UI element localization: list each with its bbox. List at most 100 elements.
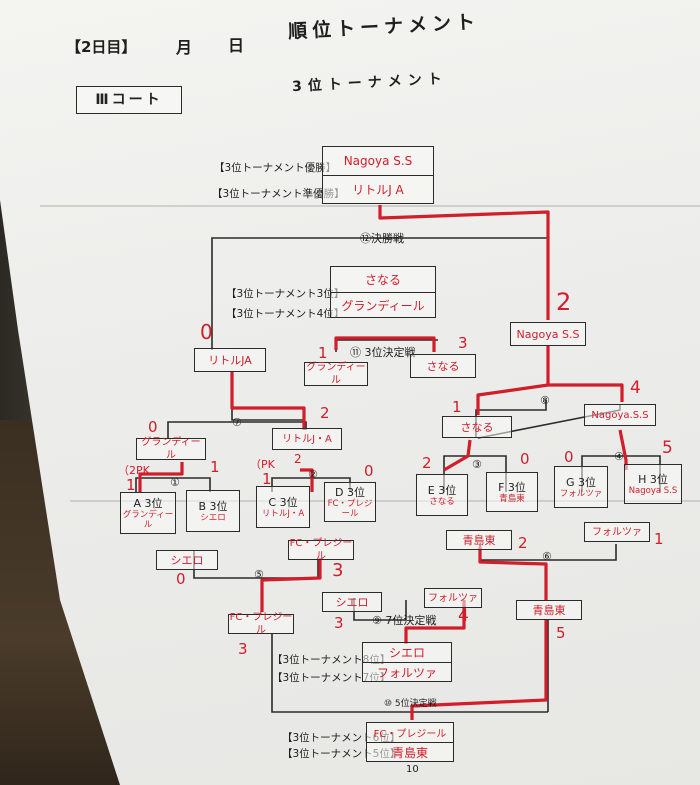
slot-f-label: F 3位 <box>498 480 526 494</box>
winner-name: Nagoya S.S <box>343 154 413 168</box>
slot-c-team: リトルJ・A <box>261 508 305 519</box>
score-m8-left: 1 <box>452 398 462 416</box>
m9-left-team: シエロ <box>322 592 382 612</box>
third-name: さなる <box>364 273 401 287</box>
runner-up-label: 【3位トーナメント準優勝】 <box>212 188 345 200</box>
slot-h-team: Nagoya S.S <box>628 485 678 496</box>
match-6-label: ⑥ <box>542 550 552 563</box>
score-m9-right: 4 <box>458 606 469 626</box>
slot-h-label: H 3位 <box>638 472 668 486</box>
match-1-label: ① <box>170 476 180 489</box>
score-m5-right: 3 <box>332 560 344 581</box>
score-m11-left: 1 <box>318 344 328 362</box>
third-fourth-box: さなる グランディール <box>330 266 436 318</box>
team-slot-c: C 3位 リトルJ・A <box>256 486 310 528</box>
score-final-left: 0 <box>200 320 213 344</box>
team-slot-a: A 3位 グランディール <box>120 492 176 534</box>
match-11-label: ⑪ 3位決定戦 <box>350 346 416 359</box>
seventh-eighth-box: シエロ フォルツァ <box>362 642 452 682</box>
team-slot-b: B 3位 シエロ <box>186 490 240 532</box>
page-number: 10 <box>406 764 419 775</box>
slot-b-label: B 3位 <box>198 499 228 513</box>
slot-g-label: G 3位 <box>565 475 597 489</box>
fourth-label: 【3位トーナメント4位】 <box>226 308 345 320</box>
slot-e-team: さなる <box>429 496 455 507</box>
winner-label: 【3位トーナメント優勝】 <box>214 162 337 174</box>
match-11-right-team: さなる <box>410 354 476 378</box>
score-m7-left: 0 <box>148 418 158 436</box>
match-12-label: ⑫決勝戦 <box>360 232 404 245</box>
match-5-label: ⑤ <box>254 568 264 581</box>
eighth-label: 【3位トーナメント8位】 <box>272 654 391 666</box>
fold-line <box>70 500 700 502</box>
score-m11-right: 3 <box>458 334 468 352</box>
match-2-label: ② <box>308 468 318 481</box>
score-m4-right: 5 <box>662 438 673 458</box>
score-m1-right: 1 <box>210 458 220 476</box>
month-label: 月 <box>176 38 193 57</box>
r1-winner-1: グランディール <box>136 437 206 461</box>
team-slot-d: D 3位 FC・プレジール <box>324 482 376 522</box>
match-11-left-team: グランディール <box>304 362 368 386</box>
l-team-4: フォルツァ <box>584 522 650 542</box>
slot-a-team: グランディール <box>122 509 174 530</box>
fifth-name: 青島東 <box>367 742 453 761</box>
seventh-name: フォルツァ <box>363 662 451 681</box>
match-9-label: ⑨ 7位決定戦 <box>372 614 437 627</box>
slot-a-label: A 3位 <box>133 496 163 510</box>
l5-winner: FC・プレジール <box>228 612 294 636</box>
slot-d-team: FC・プレジール <box>327 498 373 519</box>
team-slot-h: H 3位 Nagoya S.S <box>624 464 682 504</box>
eighth-name: シエロ <box>388 646 425 660</box>
match-8-label: ⑧ <box>540 394 550 407</box>
score-m8-right: 4 <box>630 378 641 398</box>
day-label: 【2日目】 <box>66 38 137 56</box>
score-m6-right: 1 <box>654 530 664 548</box>
team-slot-e: E 3位 さなる <box>416 474 468 516</box>
m1-pk-note: （2PK <box>118 464 150 477</box>
slot-g-team: フォルツァ <box>559 488 603 499</box>
score-m3-left: 2 <box>422 454 432 472</box>
r1-winner-2: リトルJ・A <box>272 428 342 450</box>
score-m1-left: 1 <box>126 476 136 494</box>
match-4-label: ④ <box>614 450 624 463</box>
day-field-label: 日 <box>228 36 245 55</box>
slot-f-team: 青島東 <box>499 493 525 504</box>
l-team-3: 青島東 <box>446 530 512 550</box>
m9-right-team: フォルツァ <box>424 588 482 608</box>
score-m6-left: 2 <box>518 534 528 552</box>
match-3-label: ③ <box>472 458 482 471</box>
fold-line <box>40 205 700 207</box>
slot-e-label: E 3位 <box>427 483 457 497</box>
slot-c-label: C 3位 <box>268 495 298 509</box>
l6-winner: 青島東 <box>516 600 582 620</box>
score-m7-right: 2 <box>320 404 330 422</box>
score-m10-right: 5 <box>556 624 566 642</box>
runner-up-name: リトルJ A <box>323 175 433 203</box>
m2-pk-note: （PK <box>250 458 275 471</box>
court-box: Ⅲコート <box>76 86 182 114</box>
third-label: 【3位トーナメント3位】 <box>226 288 345 300</box>
l-team-2: FC・プレジール <box>288 538 354 562</box>
final-result-box: Nagoya S.S リトルJ A <box>322 146 434 204</box>
score-m2-left: 1 <box>262 470 272 488</box>
sixth-name: FC・プレジール <box>373 729 447 740</box>
semifinal-right-winner: Nagoya S.S <box>510 322 586 346</box>
fifth-sixth-box: FC・プレジール 青島東 <box>366 722 454 762</box>
r1-winner-4: Nagoya.S.S <box>584 404 656 426</box>
m2-pk-score: 2 <box>294 452 302 466</box>
r1-winner-3: さなる <box>442 416 512 438</box>
slot-b-team: シエロ <box>200 512 226 523</box>
match-10-label: ⑩ 5位決定戦 <box>384 699 437 709</box>
score-m5-left: 0 <box>176 570 186 588</box>
score-m10-left: 3 <box>238 640 248 658</box>
team-slot-f: F 3位 青島東 <box>486 472 538 512</box>
match-7-label: ⑦ <box>232 416 242 429</box>
semifinal-left-winner: リトルJA <box>194 348 266 372</box>
score-final-right: 2 <box>556 288 572 316</box>
score-m3-right: 0 <box>520 450 530 468</box>
score-m4-left: 0 <box>564 448 574 466</box>
l-team-1: シエロ <box>156 550 218 570</box>
team-slot-g: G 3位 フォルツァ <box>554 466 608 508</box>
